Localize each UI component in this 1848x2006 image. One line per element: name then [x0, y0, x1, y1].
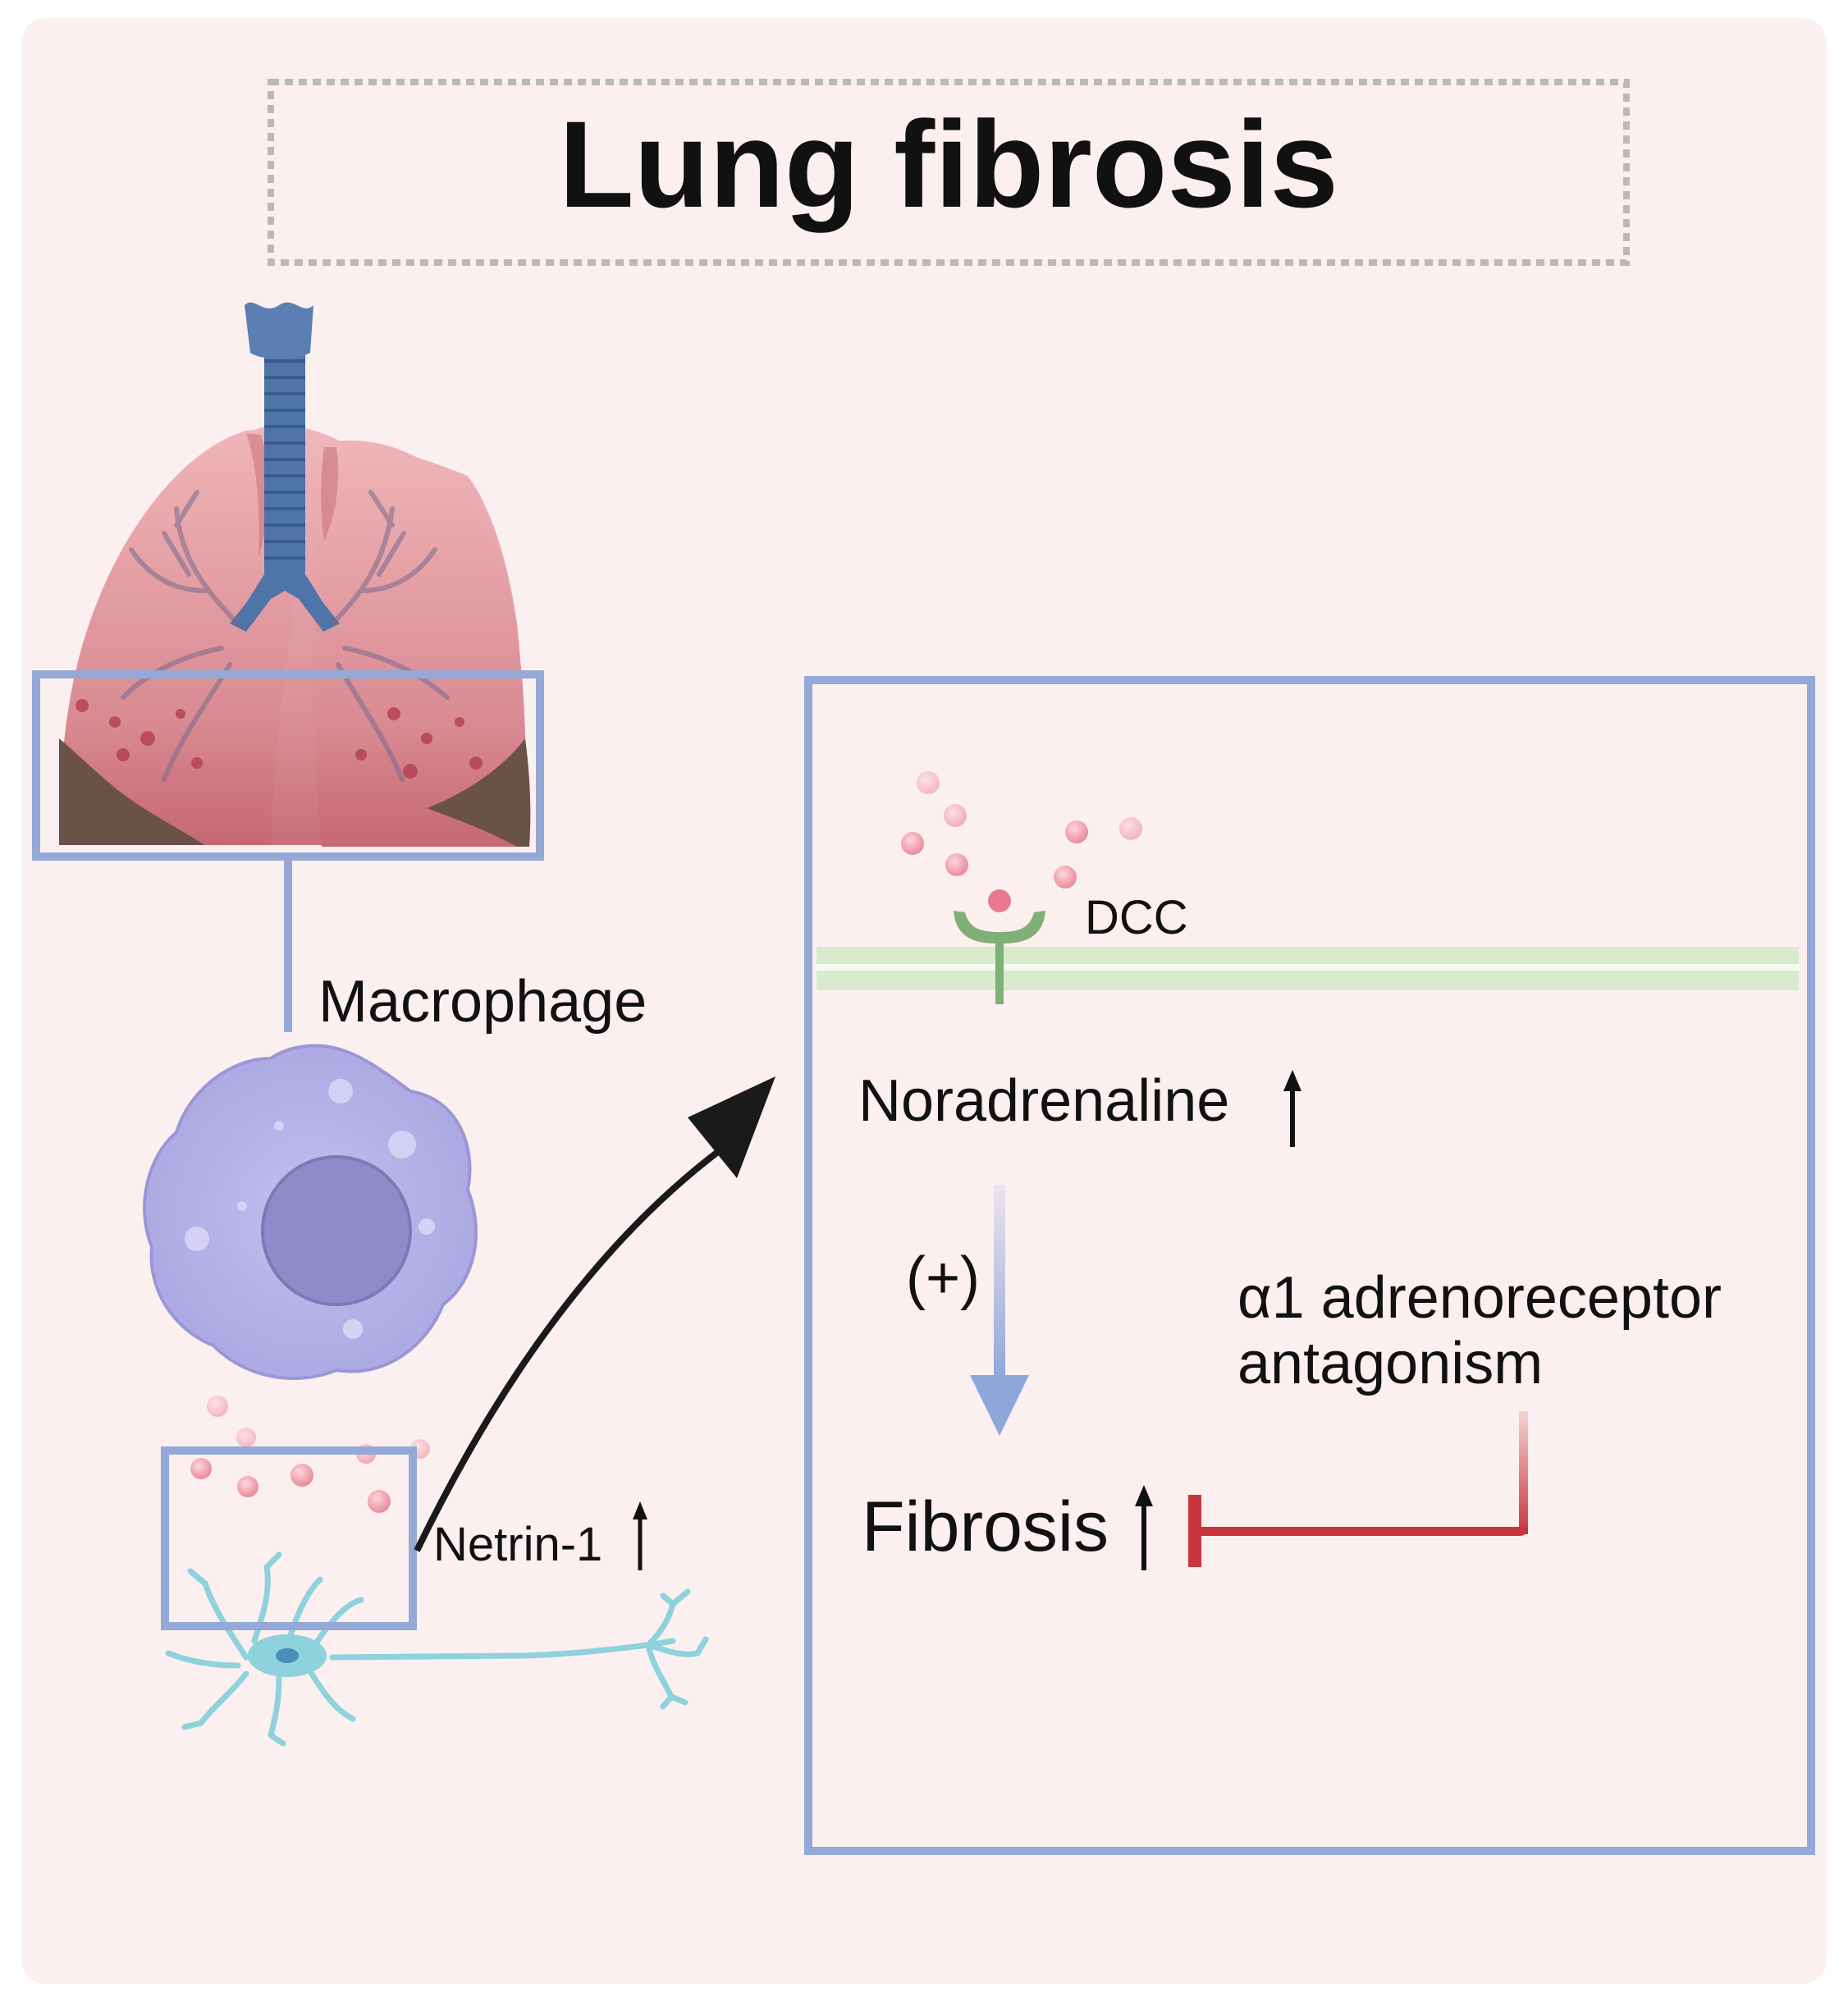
plus-label: (+): [906, 1245, 980, 1311]
antagonism-label-line1: α1 adrenoreceptor: [1237, 1265, 1722, 1331]
curved-arrow: [414, 1145, 725, 1552]
noradrenaline-particles: [901, 771, 1142, 912]
cell-membrane-icon: [817, 947, 1799, 990]
lungs-drawing: [59, 302, 531, 847]
macrophage-nucleus: [261, 1155, 412, 1306]
neuron-zoom-box: [161, 1446, 417, 1630]
activation-arrow-shaft: [994, 1185, 1005, 1382]
netrin-up-arrow: [633, 1501, 647, 1570]
fibrotic-spots: [75, 699, 483, 779]
fibrosis-up-arrow: [1135, 1485, 1153, 1570]
macrophage-label: Macrophage: [318, 969, 647, 1035]
inhibition-path-horizontal: [1198, 1527, 1528, 1536]
fibrosis-label: Fibrosis: [862, 1487, 1109, 1566]
title-box: [268, 79, 1630, 266]
neuron-nucleus: [276, 1648, 299, 1663]
dcc-receptor-icon: [954, 911, 1045, 1004]
curved-arrow-head: [688, 1076, 775, 1178]
noradrenaline-up-arrow: [1283, 1070, 1301, 1147]
mechanism-panel: [804, 676, 1815, 1855]
netrin-label: Netrin-1: [433, 1518, 602, 1571]
neuron-icon: [165, 1551, 709, 1747]
inhibition-bar: [1188, 1495, 1201, 1567]
page-title: Lung fibrosis: [559, 95, 1338, 233]
inhibition-path-vertical: [1519, 1411, 1528, 1534]
antagonism-label-line2: antagonism: [1237, 1331, 1543, 1396]
macrophage-cell-icon: [143, 1044, 478, 1380]
activation-arrow-head: [970, 1375, 1029, 1436]
noradrenaline-label: Noradrenaline: [858, 1068, 1229, 1134]
dcc-label: DCC: [1085, 891, 1188, 944]
